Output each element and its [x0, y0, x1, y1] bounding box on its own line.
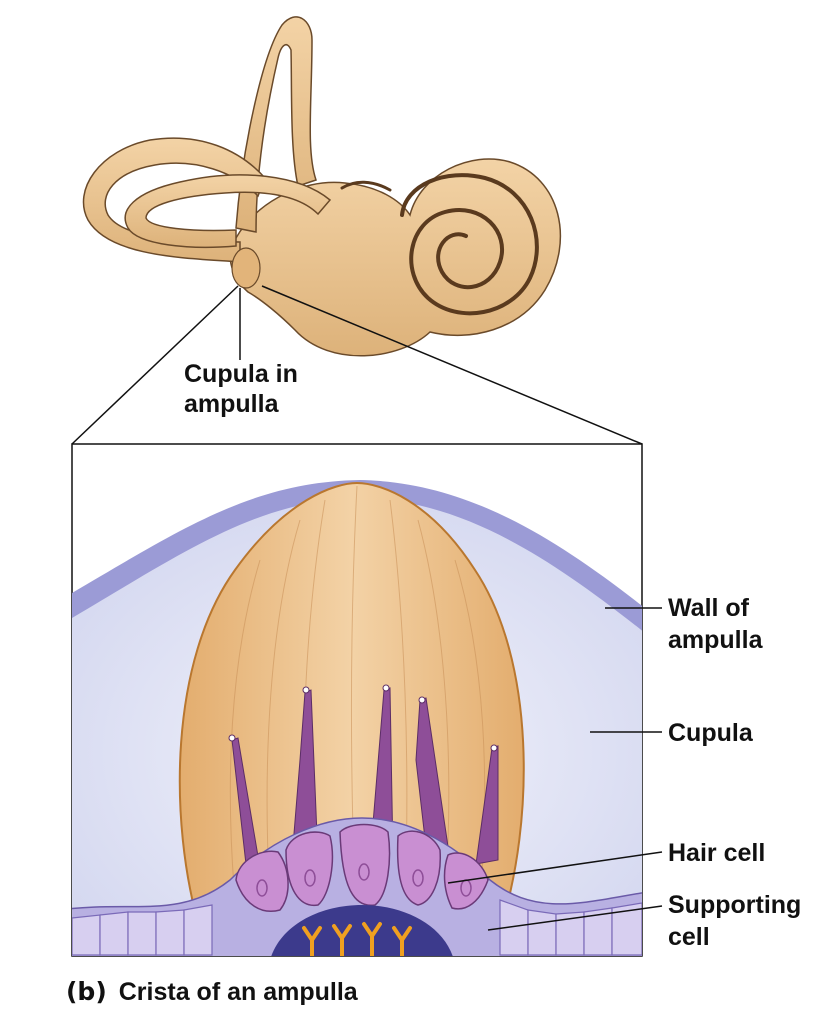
hair-cell — [285, 831, 334, 907]
leader-lines — [447, 607, 663, 931]
crista-panel — [71, 443, 643, 957]
label-cupula-in-ampulla: Cupula in ampulla — [184, 360, 305, 418]
hair-cells — [235, 823, 489, 912]
label-wall-of-ampulla: Wall of ampulla — [668, 594, 764, 654]
supporting-cell — [127, 911, 157, 956]
hair-cell — [396, 830, 441, 906]
supporting-cell-leader — [487, 905, 663, 931]
label-cupula: Cupula — [668, 719, 754, 747]
supporting-cell — [183, 904, 213, 956]
supporting-cell — [611, 902, 642, 956]
supporting-cells — [72, 899, 642, 956]
supporting-cell — [72, 914, 101, 956]
label-hair-cell: Hair cell — [668, 839, 765, 867]
inner-ear-labyrinth — [82, 16, 562, 357]
ampulla — [231, 247, 261, 289]
label-supporting-cell: Supporting cell — [668, 891, 808, 951]
figure-caption: (b) Crista of an ampulla — [66, 977, 359, 1006]
cochlea — [340, 173, 539, 316]
hair-cell-leader — [447, 851, 663, 884]
supporting-cell — [527, 909, 557, 956]
lateral-semicircular-canal — [124, 174, 332, 249]
caption-text: Crista of an ampulla — [119, 978, 359, 1006]
hair-cell — [235, 850, 289, 912]
nerve-fibers — [302, 922, 412, 956]
zoom-lines — [71, 285, 643, 445]
supporting-cell — [155, 909, 185, 956]
nerve-core — [271, 905, 453, 956]
stereocilia-bundles — [228, 684, 499, 883]
hair-cell — [339, 823, 391, 907]
supporting-cell — [99, 911, 129, 956]
caption-panel-letter: (b) — [66, 977, 107, 1006]
